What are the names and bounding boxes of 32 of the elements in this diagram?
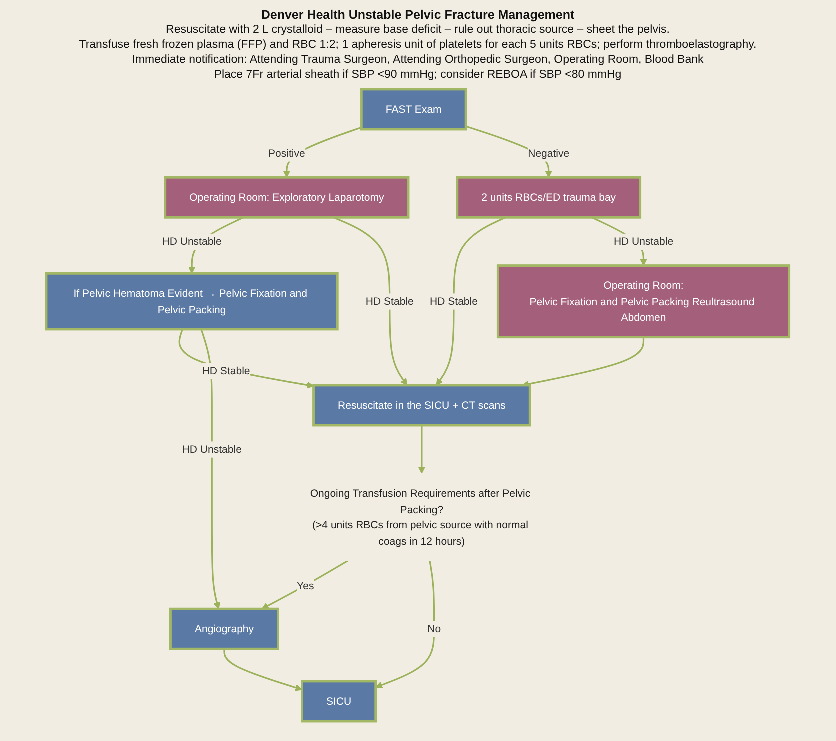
arrow <box>436 216 506 386</box>
edge-label: HD Stable <box>366 295 414 308</box>
edge-label: No <box>428 622 442 635</box>
edge-label: Negative <box>528 147 570 160</box>
edge-label: HD Stable <box>430 295 478 308</box>
arrow <box>200 329 221 610</box>
arrow <box>262 560 349 610</box>
node-box: If Pelvic Hematoma Evident → Pelvic Fixation and Pelvic Packing <box>45 272 339 331</box>
instruction-note: Immediate notification: Attending Trauma Surgeon, Attending Orthopedic Surgeon, Operating Room, Blood Bank <box>131 53 705 68</box>
node-box: Resuscitate in the SICU + CT scans <box>312 384 532 427</box>
instruction-note: Transfuse fresh frozen plasma (FFP) and RBC 1:2; 1 apheresis unit of platelets for each 5 units RBCs; perform thromboelastography. <box>78 38 758 53</box>
node-box: 2 units RBCs/ED trauma bay <box>456 176 642 219</box>
node-box: Operating Room: Exploratory Laparotomy <box>164 176 410 219</box>
node-box: Angiography <box>170 608 280 650</box>
arrow <box>333 216 408 386</box>
instruction-note: Place 7Fr arterial sheath if SBP <90 mmHg; consider REBOA if SBP <80 mmHg <box>213 68 623 83</box>
arrow <box>418 426 426 474</box>
diagram-title: Denver Health Unstable Pelvic Fracture Management <box>260 8 576 23</box>
node-box: SICU <box>301 680 378 723</box>
instruction-note: Resuscitate with 2 L crystalloid – measure base deficit – rule out thoracic source – sheet the pelvis. <box>165 23 671 38</box>
node-box: FAST Exam <box>360 88 468 131</box>
edge-label: Positive <box>268 147 306 160</box>
edge-label: HD Unstable <box>162 235 222 248</box>
arrow <box>178 329 314 389</box>
edge-label: HD Unstable <box>614 235 674 248</box>
edge-label: HD Stable <box>202 364 250 377</box>
node-box: Operating Room: Pelvic Fixation and Pelvic Packing Reultrasound Abdomen <box>497 264 791 339</box>
arrow <box>376 560 436 689</box>
edge-label: HD Unstable <box>182 443 242 456</box>
node-text: Ongoing Transfusion Requirements after Pelvic Packing? (>4 units RBCs from pelvic source with normal coags in 12 hours) <box>310 487 531 547</box>
arrow <box>224 649 303 692</box>
edge-label: Yes <box>297 580 314 592</box>
